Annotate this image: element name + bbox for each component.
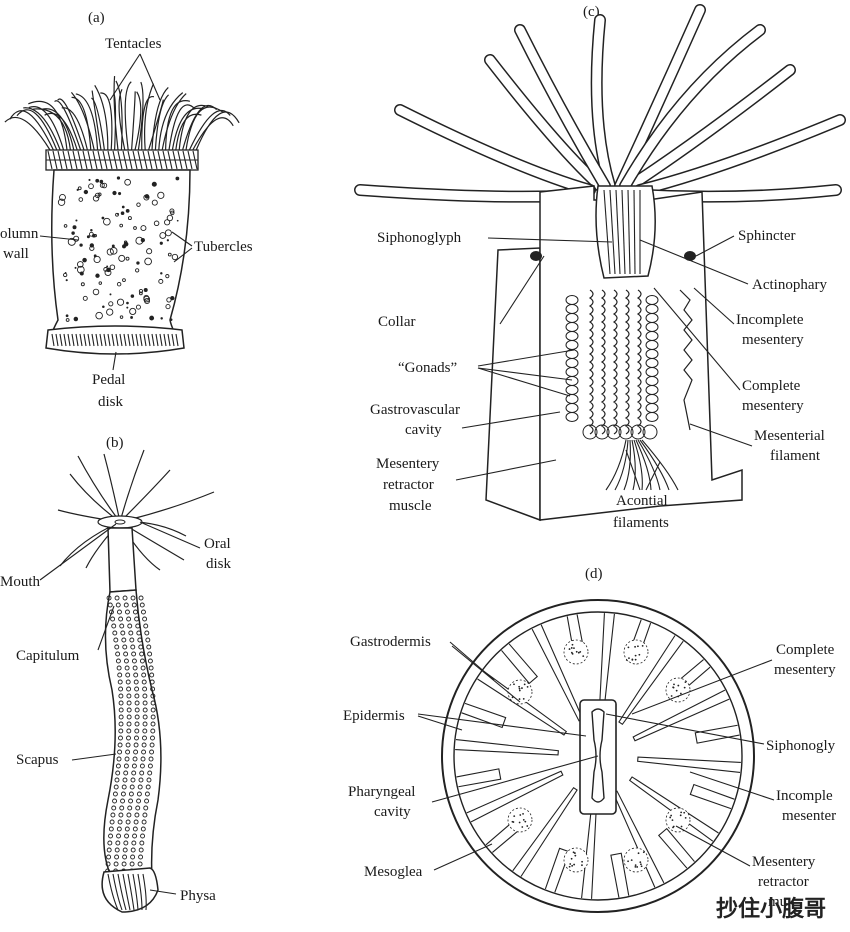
label-oral-disk-2: disk (206, 556, 232, 572)
panel-d-letter: (d) (585, 566, 603, 582)
label-complete-mesentery-d-2: mesentery (774, 662, 836, 678)
label-pharyngeal-cavity-1: Pharyngeal (348, 784, 415, 800)
capitulum (108, 528, 136, 592)
label-collar: Collar (378, 314, 416, 330)
label-complete-mesentery-d-1: Complete (776, 642, 835, 658)
panel-b: (b) Mouth Oral disk Capitulum Scapus Phy… (0, 435, 232, 912)
label-sphincter-c: Sphincter (738, 228, 796, 244)
label-acontial-filaments-2: filaments (613, 515, 669, 531)
label-complete-mesentery-c-2: mesentery (742, 398, 804, 414)
label-pharyngeal-cavity-2: cavity (374, 804, 411, 820)
label-scapus: Scapus (16, 752, 59, 768)
label-acontial-filaments-1: Acontial (616, 493, 668, 509)
label-mesenterial-filament-2: filament (770, 448, 821, 464)
panel-d: (d) Gastrodermis Complete mesentery Epid… (343, 566, 836, 912)
label-retractor-muscle-c-1: Mesentery (376, 456, 440, 472)
physa (102, 868, 158, 912)
tentacles-c (360, 10, 840, 197)
label-incomplete-mesentery-c-1: Incomplete (736, 312, 804, 328)
mouth-opening (115, 520, 125, 524)
label-physa: Physa (180, 888, 216, 904)
label-retractor-muscle-c-2: retractor (383, 477, 434, 493)
tentacle-crown (5, 76, 239, 150)
label-complete-mesentery-c-1: Complete (742, 378, 801, 394)
label-pedal-disk-2: disk (98, 394, 124, 410)
label-pedal-disk-1: Pedal (92, 372, 125, 388)
watermark: 抄住小腹哥 (716, 896, 826, 922)
label-mouth: Mouth (0, 574, 41, 590)
label-column-wall-1: olumn (0, 226, 39, 242)
label-oral-disk-1: Oral (204, 536, 231, 552)
label-capitulum: Capitulum (16, 648, 80, 664)
label-siphonoglyph-d: Siphonogly (766, 738, 836, 754)
label-tubercles: Tubercles (194, 239, 253, 255)
label-retractor-muscle-d-1: Mesentery (752, 854, 816, 870)
label-tentacles: Tentacles (105, 36, 162, 52)
sphincter-left (530, 251, 542, 261)
label-gastrovascular-2: cavity (405, 422, 442, 438)
label-siphonoglyph-c: Siphonoglyph (377, 230, 462, 246)
panel-a: (a) Tentacles olumn wall Tubercles Pedal… (0, 10, 253, 410)
oral-tentacles (58, 450, 214, 570)
label-gonads: “Gonads” (398, 360, 457, 376)
label-mesoglea: Mesoglea (364, 864, 423, 880)
label-retractor-muscle-c-3: muscle (389, 498, 432, 514)
label-incomplete-mesentery-d-2: mesenter (782, 808, 836, 824)
label-gastrovascular-1: Gastrovascular (370, 402, 460, 418)
label-column-wall-2: wall (3, 246, 29, 262)
label-actinopharynx: Actinophary (752, 277, 827, 293)
label-incomplete-mesentery-c-2: mesentery (742, 332, 804, 348)
pedal-disk (46, 326, 184, 354)
label-gastrodermis: Gastrodermis (350, 634, 431, 650)
panel-b-letter: (b) (106, 435, 124, 451)
panel-c: (c) Siphonoglyph Sphincter Actinophary C… (360, 4, 840, 531)
label-mesenterial-filament-1: Mesenterial (754, 428, 825, 444)
label-incomplete-mesentery-d-1: Incomple (776, 788, 833, 804)
label-epidermis: Epidermis (343, 708, 405, 724)
panel-a-letter: (a) (88, 10, 105, 26)
sphincter-right (684, 251, 696, 261)
label-retractor-muscle-d-2: retractor (758, 874, 809, 890)
